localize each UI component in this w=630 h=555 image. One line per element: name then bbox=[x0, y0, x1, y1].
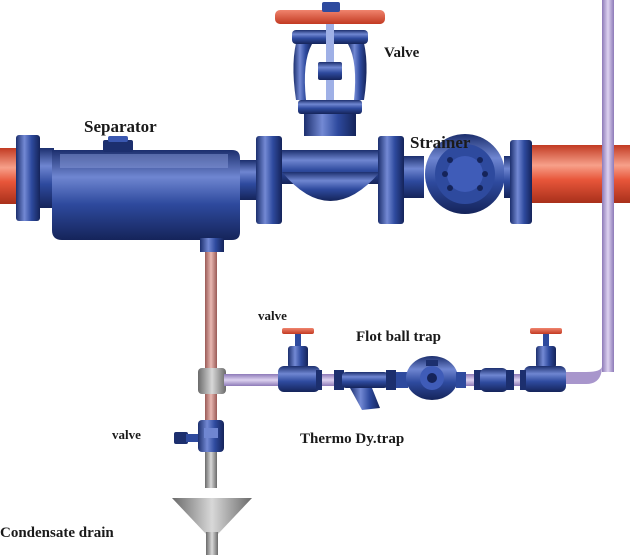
globe-valve-icon bbox=[520, 328, 566, 392]
separator-icon bbox=[16, 135, 282, 252]
strainer-icon bbox=[404, 134, 532, 224]
label-valve-side: valve bbox=[112, 427, 141, 442]
drain-funnel-icon bbox=[172, 498, 252, 555]
drain-valve-icon bbox=[174, 420, 224, 452]
float-trap-icon bbox=[396, 356, 466, 400]
thermodynamic-trap-icon bbox=[334, 370, 396, 410]
label-thermo-dy-trap: Thermo Dy.trap bbox=[300, 431, 405, 447]
label-strainer: Strainer bbox=[410, 133, 471, 152]
label-separator: Separator bbox=[84, 117, 157, 136]
globe-valve-icon bbox=[275, 2, 404, 224]
drain-pipe bbox=[198, 252, 226, 488]
label-flot-ball-trap: Flot ball trap bbox=[356, 329, 441, 345]
union-fitting-icon bbox=[474, 368, 514, 392]
label-valve-left: valve bbox=[258, 308, 287, 323]
label-valve-top: Valve bbox=[384, 45, 420, 61]
label-condensate-drain: Condensate drain bbox=[0, 525, 114, 541]
globe-valve-icon bbox=[278, 328, 322, 392]
return-pipe bbox=[556, 0, 614, 384]
